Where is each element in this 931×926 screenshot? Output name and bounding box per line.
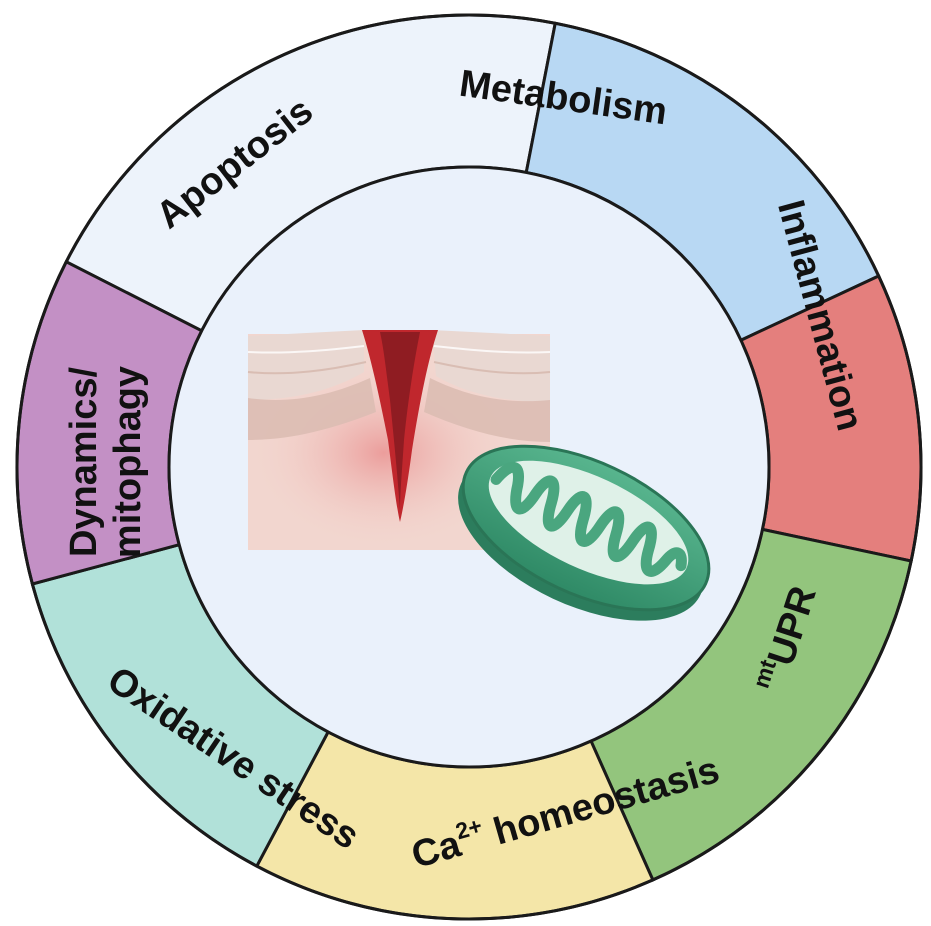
label-dynamics: Dynamics/mitophagy <box>63 366 149 558</box>
outer-ring-outline <box>15 13 923 921</box>
mitochondrion-icon <box>458 444 711 621</box>
